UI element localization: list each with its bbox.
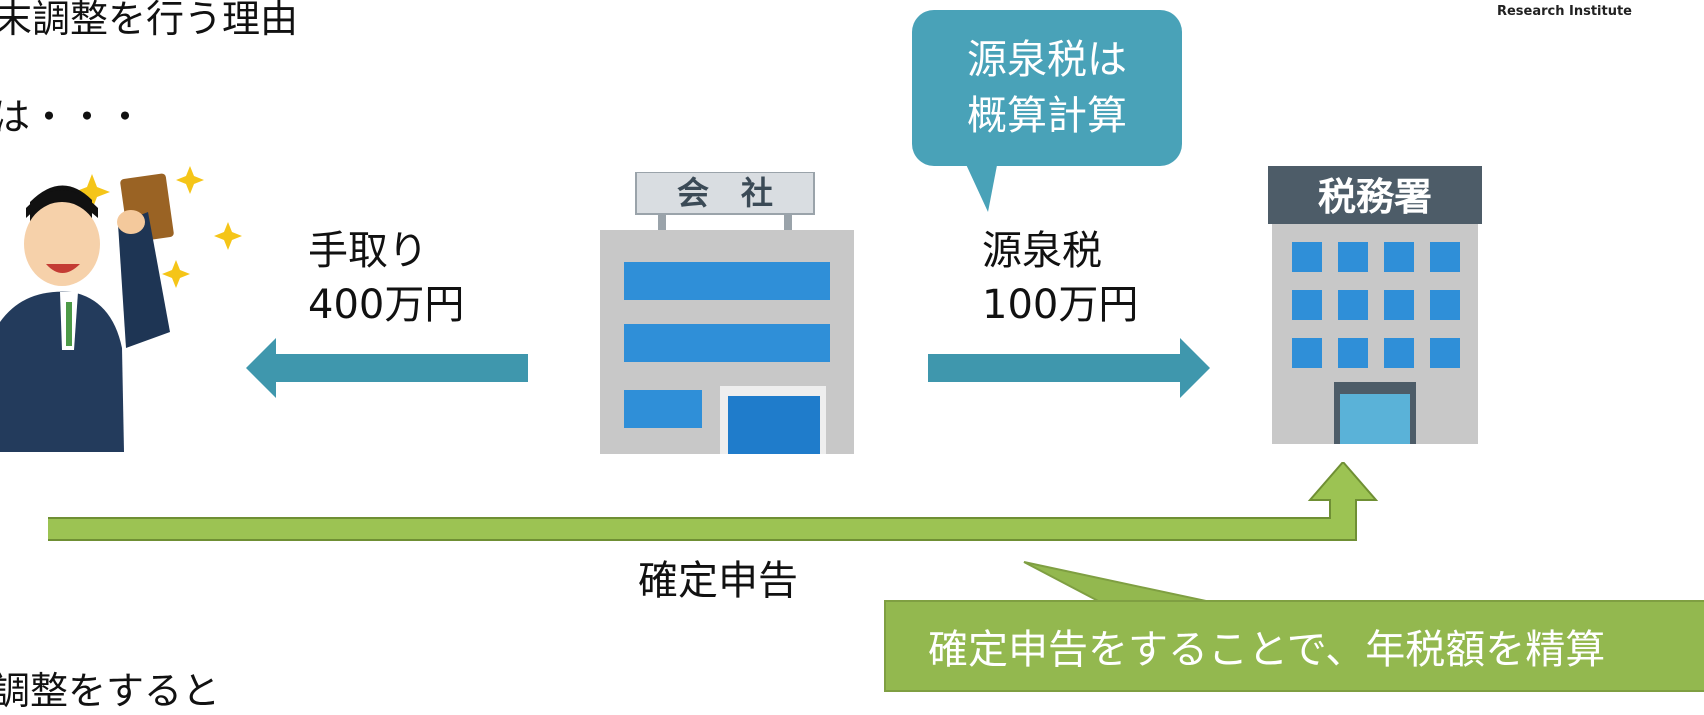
research-institute-logo: Research Institute	[1496, 4, 1632, 19]
tax-office-building-icon: 税務署	[1268, 166, 1482, 444]
speech-bubble-tail	[964, 160, 998, 212]
year-end-settlement-callout: 確定申告をすることで、年税額を精算	[884, 600, 1704, 692]
withheld-tax-arrow	[928, 338, 1210, 398]
tax-return-arrow	[48, 462, 1379, 541]
sparkle-icon	[74, 166, 242, 288]
estimate-speech-bubble: 源泉税は 概算計算	[912, 10, 1182, 166]
slide-footer-text: 調整をすると	[0, 669, 221, 713]
callout-tail	[1023, 561, 1221, 604]
company-building-icon: 会 社	[600, 172, 854, 454]
employee-icon	[0, 166, 242, 452]
tax-return-label: 確定申告	[638, 558, 798, 604]
take-home-label: 手取り 400万円	[308, 228, 465, 328]
take-home-arrow	[246, 338, 528, 398]
company-sign: 会 社	[677, 174, 773, 212]
slide-heading: 末調整を行う理由	[0, 0, 299, 41]
withheld-tax-label: 源泉税 100万円	[982, 228, 1139, 328]
slide-subheading: は・・・	[0, 95, 145, 139]
tax-office-sign: 税務署	[1318, 175, 1432, 219]
